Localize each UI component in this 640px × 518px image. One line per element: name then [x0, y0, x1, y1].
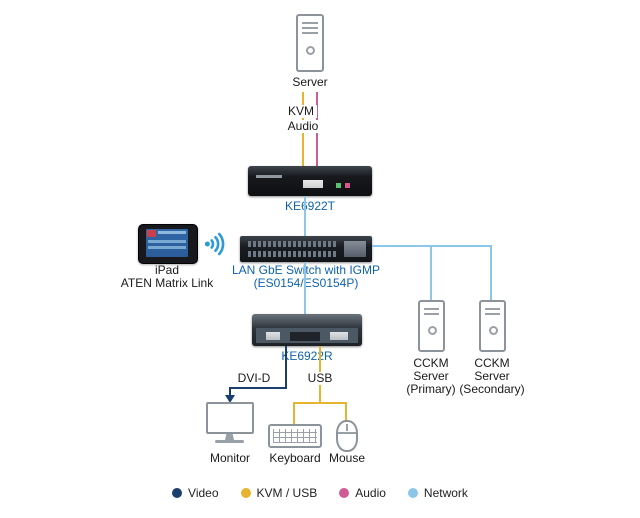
legend-video-label: Video [188, 486, 219, 500]
cckm-network-line-horizontal [372, 245, 492, 247]
monitor-icon [206, 402, 254, 434]
lan-switch-device [240, 236, 372, 262]
ke6922r-label: KE6922R [281, 349, 333, 363]
ke6922r-device [252, 314, 362, 346]
kvm-usb-dot-icon [240, 488, 251, 498]
legend-kvm-usb-label: KVM / USB [256, 486, 318, 500]
cckm-primary-label: CCKM Server (Primary) [406, 357, 455, 396]
ke6922t-label: KE6922T [284, 199, 336, 213]
mouse-label: Mouse [328, 451, 366, 465]
cckm-secondary-label-line3: (Secondary) [459, 382, 525, 396]
lan-switch-label-line2: (ES0154/ES0154P) [232, 277, 380, 290]
legend-audio-label: Audio [355, 486, 386, 500]
monitor-label: Monitor [209, 451, 251, 465]
dvid-link-label: DVI-D [237, 371, 271, 385]
audio-link-label: Audio [284, 120, 322, 133]
lan-switch-label-line1: LAN GbE Switch with IGMP [231, 263, 381, 277]
mouse-icon [336, 420, 358, 452]
audio-dot-icon [339, 488, 350, 498]
legend: Video KVM / USB Audio Network [0, 486, 640, 500]
legend-item-network: Network [407, 486, 468, 500]
cckm-secondary-label-line2: Server [474, 369, 510, 383]
dvid-line-vertical [285, 346, 287, 389]
tx-network-line [304, 196, 306, 237]
cckm-primary-label-line2: Server [413, 369, 449, 383]
monitor-stand-base [215, 440, 244, 443]
keyboard-label: Keyboard [269, 451, 321, 465]
monitor-stand-neck [225, 434, 234, 440]
dvid-line-horizontal [229, 387, 287, 389]
server-icon [296, 14, 324, 72]
dvid-line-drop [229, 387, 231, 396]
server-label: Server [292, 75, 328, 89]
legend-item-kvm-usb: KVM / USB [240, 486, 318, 500]
cckm-primary-network-line [430, 245, 432, 300]
lan-switch-label: LAN GbE Switch with IGMP (ES0154/ES0154P… [232, 264, 380, 290]
cckm-secondary-label: CCKM Server (Secondary) [459, 357, 524, 396]
ke6922t-device [248, 166, 372, 196]
keyboard-icon [268, 424, 322, 448]
wifi-icon [204, 232, 225, 256]
legend-item-video: Video [172, 486, 219, 500]
network-dot-icon [407, 488, 418, 498]
cckm-secondary-server-icon [479, 300, 506, 352]
cckm-secondary-network-line [490, 245, 492, 300]
cckm-primary-server-icon [418, 300, 445, 352]
usb-link-label: USB [304, 372, 336, 385]
dvid-arrow [225, 395, 235, 403]
ipad-label-line1: iPad [154, 263, 180, 277]
usb-keyboard-line [293, 402, 295, 424]
cckm-primary-label-line3: (Primary) [406, 382, 456, 396]
ipad-label: iPad ATEN Matrix Link [121, 264, 213, 290]
ipad-label-line2: ATEN Matrix Link [120, 276, 214, 290]
usb-mouse-line [345, 402, 347, 422]
rx-network-line [304, 262, 306, 314]
video-dot-icon [172, 488, 183, 498]
kvm-link-label: KVM [284, 105, 318, 118]
ipad-device [138, 224, 198, 264]
legend-network-label: Network [423, 486, 468, 500]
legend-item-audio: Audio [339, 486, 386, 500]
ipad-screen [146, 229, 188, 257]
cckm-secondary-label-line1: CCKM [474, 356, 510, 370]
cckm-primary-label-line1: CCKM [413, 356, 449, 370]
usb-line-horizontal [293, 402, 347, 404]
